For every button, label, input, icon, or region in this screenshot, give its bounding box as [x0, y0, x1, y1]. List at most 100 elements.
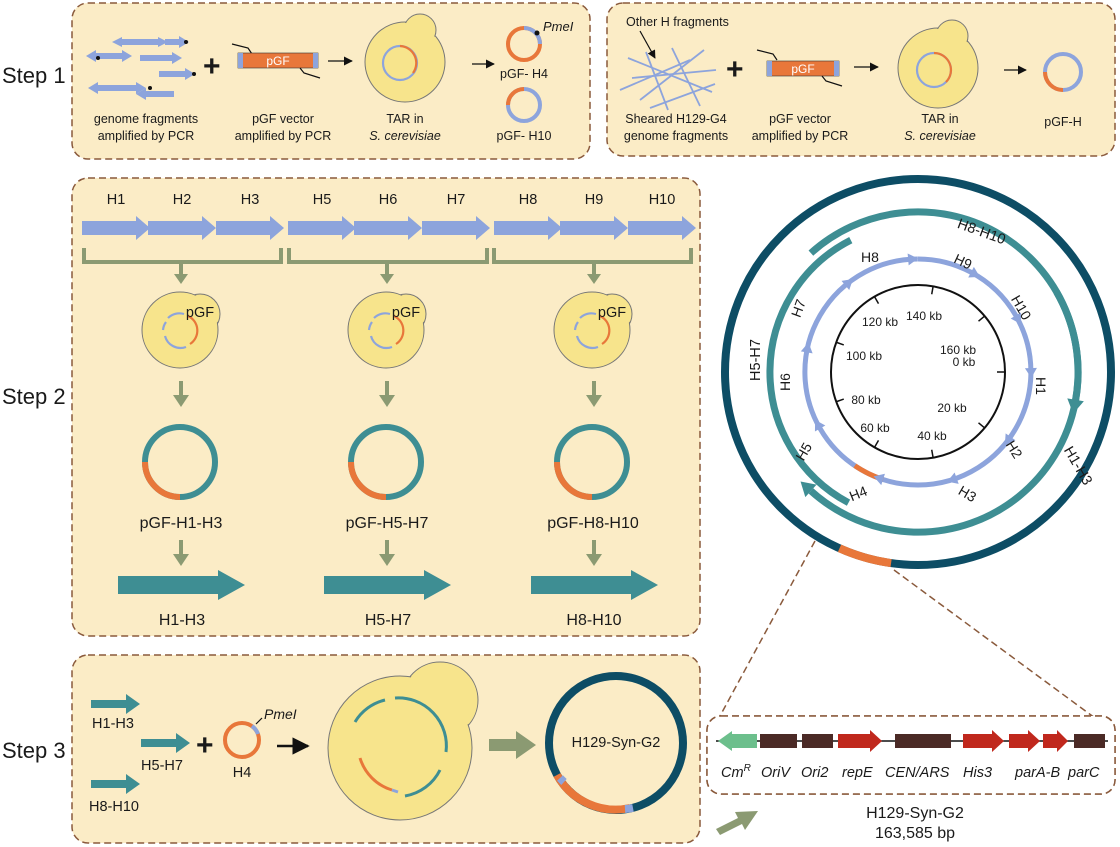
inner-arrowhead [814, 419, 826, 432]
fragment-label: H6 [379, 192, 398, 208]
inner-segment-label: H1 [1033, 377, 1049, 395]
sheared-caption-2: genome fragments [624, 129, 728, 143]
step-3-label: Step 3 [2, 738, 66, 763]
gene-cmr [718, 731, 757, 751]
yeast-label-2: pGF [392, 305, 420, 321]
inner-ring [802, 256, 1034, 488]
inner-segment-label: H4 [847, 483, 870, 505]
inner-segment-label: H9 [952, 250, 975, 272]
outer-ring-insert [837, 544, 892, 568]
middle-arrowhead-h8-h10 [1067, 398, 1084, 414]
plasmid-label-final: H129-Syn-G2 [572, 735, 661, 751]
olive-arrow-3 [489, 731, 536, 759]
down-arrows-a [174, 262, 601, 284]
step3-frag-3: H8-H10 [89, 799, 139, 815]
frag-caption-1: genome fragments [94, 112, 198, 126]
other-fragments-pointer [639, 30, 656, 59]
plasmid-pgf-h1-h3 [142, 424, 218, 500]
yeast-cell-3 [553, 291, 633, 369]
plus-sign-c: + [196, 729, 214, 762]
tar-caption-2a: TAR in [921, 112, 958, 126]
plasmid-label-1: pGF-H1-H3 [140, 515, 223, 532]
yeast-label-1: pGF [186, 305, 214, 321]
plasmid-pgf-h10 [506, 87, 542, 123]
zoom-line-left [719, 540, 816, 717]
frag-caption-2: amplified by PCR [98, 129, 195, 143]
fragment-label: H7 [447, 192, 466, 208]
inner-arrowhead [968, 266, 980, 278]
fragment-arrow [494, 216, 562, 240]
pmei-label-1: PmeI [543, 19, 574, 34]
inner-arrowhead [1004, 433, 1016, 446]
fragment-label: H8 [519, 192, 538, 208]
plasmid-pgf-h [1043, 52, 1083, 92]
yeast-cell-1 [141, 291, 221, 369]
product-label-1: H1-H3 [159, 612, 205, 629]
inner-arrowhead [873, 473, 885, 486]
yeast-cell-2 [347, 291, 427, 369]
step3-frag-1: H1-H3 [92, 716, 134, 732]
inner-segment-label: H3 [956, 482, 980, 505]
fragment-arrow [422, 216, 490, 240]
middle-arrowhead-h1-h3 [800, 481, 817, 498]
fragment-arrow [216, 216, 284, 240]
inner-arrowhead [800, 342, 813, 354]
fragment-label: H1 [107, 192, 126, 208]
gene-label-para-b: parA-B [1014, 765, 1060, 781]
gene-parc [1074, 734, 1105, 748]
panel-step1-b [606, 2, 1116, 157]
yeast-label-3: pGF [598, 305, 626, 321]
product-pgf-h10: pGF- H10 [497, 129, 552, 143]
middle-segment-label: H5-H7 [748, 339, 764, 381]
kb-label: 20 kb [937, 401, 967, 415]
step-1-label: Step 1 [2, 63, 66, 88]
other-fragments-label: Other H fragments [626, 15, 729, 29]
down-arrows-b [173, 381, 602, 407]
kb-tick [835, 398, 845, 403]
plus-sign-b: + [726, 53, 744, 86]
pgf-vector-label-1: pGF [266, 54, 289, 68]
fragment-label: H9 [585, 192, 604, 208]
tar-caption-1b: S. cerevisiae [369, 129, 441, 143]
gene-cen-ars [895, 734, 951, 748]
vector-caption-2b: amplified by PCR [752, 129, 849, 143]
inner-segment-label: H8 [861, 249, 879, 265]
product-arrows [118, 570, 658, 600]
outer-ring [721, 175, 1115, 569]
inner-segment-label: H6 [777, 373, 793, 391]
gene-parb [1043, 730, 1068, 752]
gene-map-box-fill [706, 715, 1116, 795]
sheared-fragments [619, 47, 717, 111]
pgf-vector-2 [756, 49, 843, 87]
tar-caption-1a: TAR in [386, 112, 423, 126]
fragment-arrow [354, 216, 422, 240]
yeast-cell-step3 [327, 661, 479, 821]
product-pgf-h4: pGF- H4 [500, 67, 548, 81]
kb-label: 40 kb [917, 429, 947, 443]
vector-caption-2a: pGF vector [769, 112, 831, 126]
h4-label: H4 [233, 765, 252, 781]
fragment-arrow [560, 216, 628, 240]
inner-arrowhead [1024, 367, 1037, 379]
pmei-label-3: PmeI [264, 706, 297, 722]
yeast-tar-1 [364, 13, 446, 103]
fragment-label: H3 [241, 192, 260, 208]
fragment-arrow [628, 216, 696, 240]
gene-oriv [760, 734, 797, 748]
inner-arrowhead [907, 253, 919, 266]
product-label-3: H8-H10 [566, 612, 621, 629]
kb-tick [978, 422, 986, 429]
inner-segment-label: H5 [792, 440, 815, 464]
vector-caption-1a: pGF vector [252, 112, 314, 126]
inner-arrowhead [947, 472, 959, 484]
plasmid-pgf-h5-h7 [348, 424, 424, 500]
gene-para [1009, 730, 1040, 752]
middle-arc-h5-h7 [766, 236, 853, 506]
olive-arrow-genemap [716, 811, 758, 835]
inner-arrowhead [1010, 312, 1022, 325]
kb-label: 120 kb [862, 315, 898, 329]
gene-his3 [963, 730, 1004, 752]
kb-label: 160 kb [940, 343, 976, 357]
